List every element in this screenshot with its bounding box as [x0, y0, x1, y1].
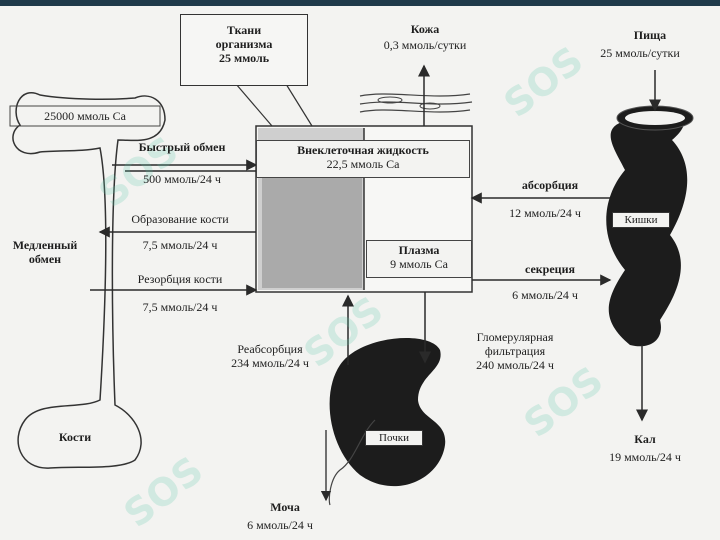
- tissue-label: Ткани организма 25 ммоль: [215, 23, 273, 65]
- urine-title: Моча: [270, 500, 300, 514]
- ecf-title: Внеклеточная жидкость: [297, 143, 429, 157]
- bone-outline: [12, 92, 166, 469]
- intestine-shape: [606, 111, 688, 347]
- plasma-box: Плазма 9 ммоль Са: [366, 240, 472, 278]
- fast-exchange-label: Быстрый обмен: [138, 140, 226, 154]
- ecf-value: 22,5 ммоль Са: [326, 157, 400, 171]
- feces-value: 19 ммоль/24 ч: [609, 450, 681, 464]
- absorption-label: абсорбция: [521, 178, 579, 192]
- absorption-value: 12 ммоль/24 ч: [509, 206, 581, 220]
- fast-exchange-value: 500 ммоль/24 ч: [143, 172, 221, 186]
- plasma-title: Плазма: [398, 243, 440, 257]
- intestine-label: Кишки: [612, 212, 670, 228]
- glomerular-label: Гломерулярная фильтрация 240 ммоль/24 ч: [476, 330, 554, 372]
- food-value: 25 ммоль/сутки: [600, 46, 680, 60]
- bone-formation-label: Образование кости: [131, 212, 229, 226]
- feces-title: Кал: [634, 432, 656, 446]
- kidney-label: Почки: [365, 430, 423, 446]
- bone-label: Кости: [58, 430, 92, 444]
- kidney-shape: [329, 338, 446, 487]
- skin-value: 0,3 ммоль/сутки: [383, 38, 467, 52]
- bone-store-label: 25000 ммоль Са: [44, 109, 126, 123]
- bone-resorption-label: Резорбция кости: [137, 272, 223, 286]
- plasma-value: 9 ммоль Са: [390, 257, 448, 271]
- tissue-box: Ткани организма 25 ммоль: [180, 14, 308, 86]
- bone-resorption-value: 7,5 ммоль/24 ч: [142, 300, 218, 314]
- cell-dark-area: [262, 176, 362, 288]
- secretion-label: секреция: [524, 262, 576, 276]
- top-bar: [0, 0, 720, 6]
- food-title: Пища: [633, 28, 667, 42]
- skin-title: Кожа: [410, 22, 440, 36]
- skin-layers: [359, 93, 473, 113]
- secretion-value: 6 ммоль/24 ч: [512, 288, 578, 302]
- bone-formation-value: 7,5 ммоль/24 ч: [142, 238, 218, 252]
- bone-store-frame: [9, 105, 161, 127]
- ecf-label-box: Внеклеточная жидкость 22,5 ммоль Са: [256, 140, 470, 178]
- urine-value: 6 ммоль/24 ч: [247, 518, 313, 532]
- slow-exchange-label: Медленный обмен: [12, 238, 78, 266]
- reabsorption-label: Реабсорбция 234 ммоль/24 ч: [231, 342, 309, 370]
